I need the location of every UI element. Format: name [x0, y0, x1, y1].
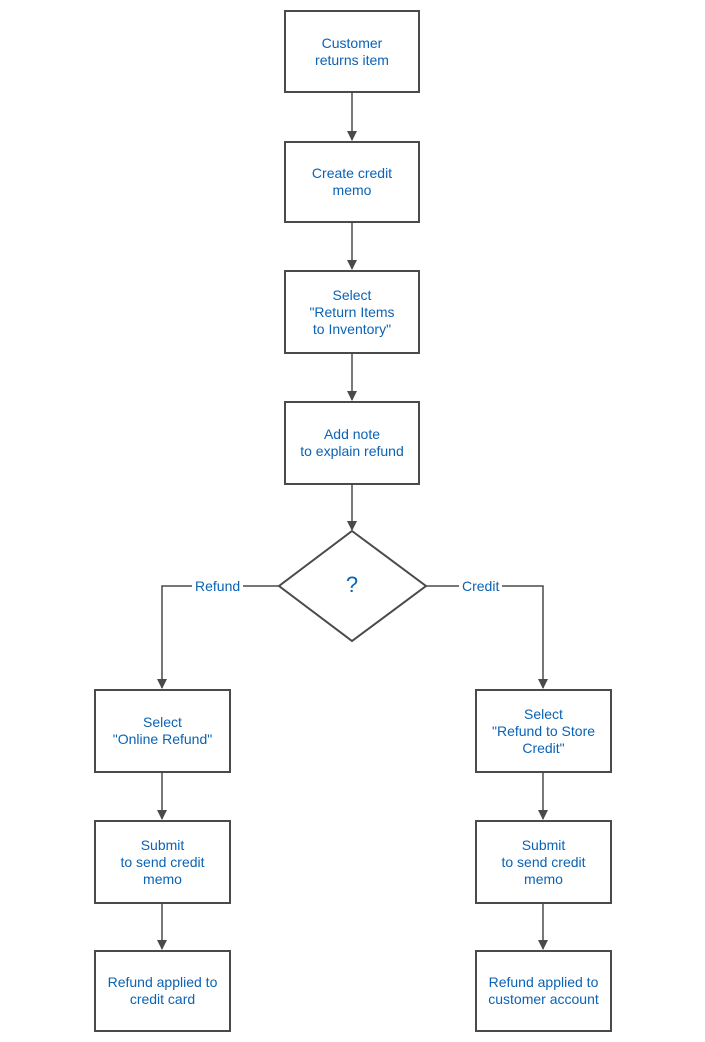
branch-label-refund: Refund [192, 578, 244, 594]
step-customer-returns-item: Customer returns item [284, 10, 420, 93]
step-select-store-credit: Select "Refund to Store Credit" [475, 689, 612, 773]
step-credit-submit: Submit to send credit memo [475, 820, 612, 904]
decision-diamond [277, 529, 428, 643]
step-select-online-refund: Select "Online Refund" [94, 689, 231, 773]
step-refund-submit: Submit to send credit memo [94, 820, 231, 904]
step-create-credit-memo: Create credit memo [284, 141, 420, 223]
arrow-decision-to-credit [426, 585, 548, 689]
step-add-note: Add note to explain refund [284, 401, 420, 485]
arrow-decision-to-refund [157, 585, 279, 689]
step-select-return-items: Select "Return Items to Inventory" [284, 270, 420, 354]
branch-label-credit: Credit [459, 578, 503, 594]
decision-question-mark: ? [345, 572, 359, 597]
step-refund-applied-credit-card: Refund applied to credit card [94, 950, 231, 1032]
step-refund-applied-customer-account: Refund applied to customer account [475, 950, 612, 1032]
